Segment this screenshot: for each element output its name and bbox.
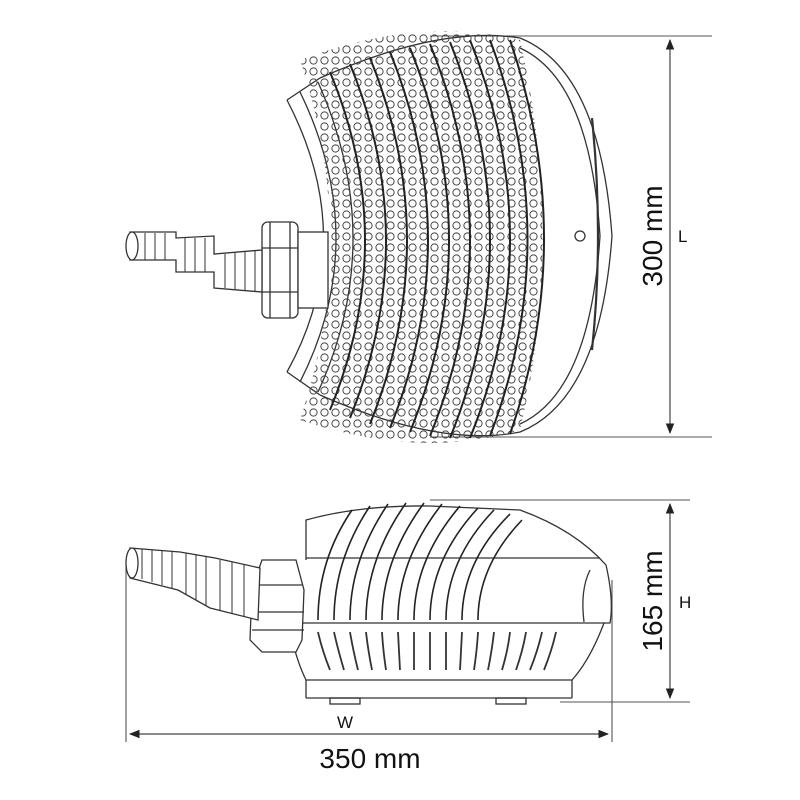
width-value: 350 mm xyxy=(319,743,420,774)
height-letter: H xyxy=(679,593,691,612)
top-outlet-nut xyxy=(261,221,329,319)
side-hose-connector xyxy=(125,547,261,621)
width-dimension: W 350 mm xyxy=(128,713,610,774)
length-letter: L xyxy=(678,227,687,246)
height-value: 165 mm xyxy=(637,550,668,651)
top-view-pump xyxy=(125,31,712,443)
intake-slots xyxy=(317,631,557,671)
side-outlet-nut xyxy=(249,559,305,653)
length-dimension: 300 mm L xyxy=(637,38,687,435)
top-hose-connector xyxy=(125,231,263,293)
top-body-edge xyxy=(590,117,600,351)
grille-ribs xyxy=(329,39,545,439)
side-view-pump xyxy=(125,499,690,742)
top-body-inner-arc xyxy=(519,47,601,425)
width-letter: W xyxy=(337,713,353,732)
height-dimension: 165 mm H xyxy=(637,502,691,700)
screw-hole xyxy=(574,230,586,242)
side-fins xyxy=(317,502,523,621)
side-upper-body xyxy=(288,505,612,624)
length-value: 300 mm xyxy=(637,185,668,286)
